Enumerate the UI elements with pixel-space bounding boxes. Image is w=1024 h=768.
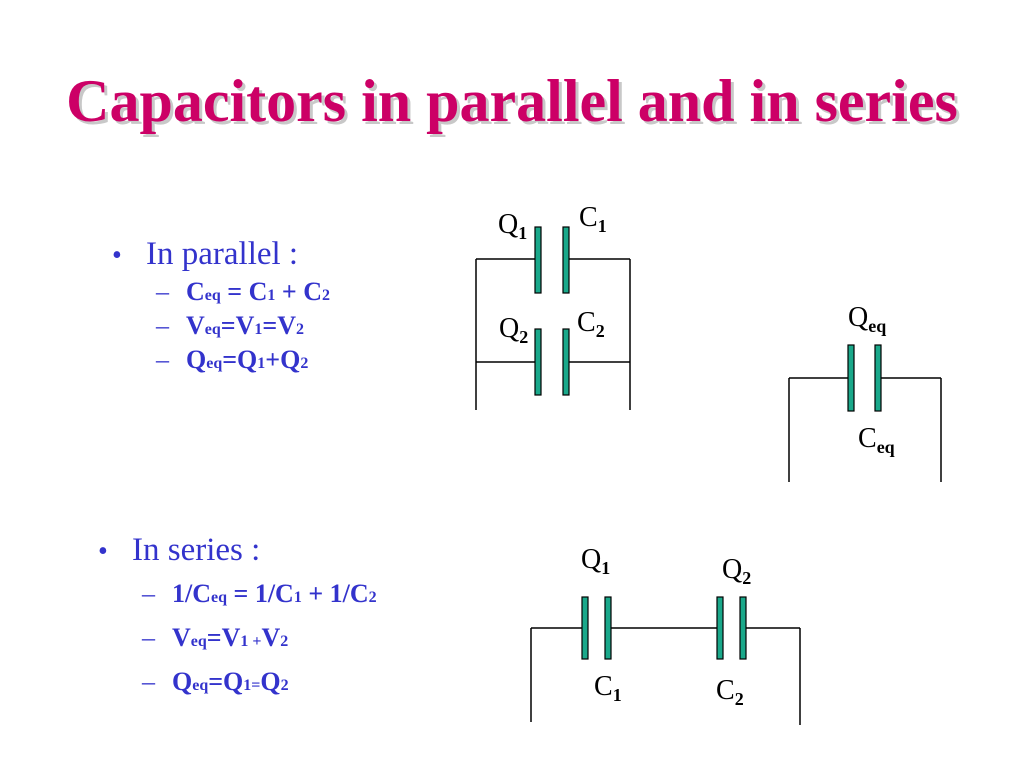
series-c2-plate-left xyxy=(716,596,724,660)
label-q2-series: Q2 xyxy=(722,554,751,588)
label-q2-parallel: Q2 xyxy=(499,313,528,347)
slide-title: Capacitors in parallel and in series xyxy=(66,68,958,134)
bullet-dot: • xyxy=(98,536,108,567)
capacitor-plates xyxy=(534,226,882,660)
label-q1-series: Q1 xyxy=(581,544,610,578)
series-circuit-wires xyxy=(530,627,801,725)
c1-plate-right xyxy=(562,226,570,294)
ceq-plate-left xyxy=(847,344,855,412)
series-bullet: • In series : xyxy=(98,532,377,569)
series-c1-plate-left xyxy=(581,596,589,660)
parallel-heading: In parallel : xyxy=(146,236,299,272)
label-c1-parallel: C1 xyxy=(579,202,607,236)
bullet-dot: • xyxy=(112,240,122,271)
label-q1-parallel: Q1 xyxy=(498,209,527,243)
parallel-bullet: • In parallel : xyxy=(112,236,330,273)
series-c2-plate-right xyxy=(739,596,747,660)
series-c1-plate-right xyxy=(604,596,612,660)
label-qeq: Qeq xyxy=(848,302,886,336)
label-c2-parallel: C2 xyxy=(577,307,605,341)
c2-plate-right xyxy=(562,328,570,396)
c2-plate-left xyxy=(534,328,542,396)
c1-plate-left xyxy=(534,226,542,294)
label-ceq: Ceq xyxy=(858,423,895,457)
equivalent-circuit-wires xyxy=(788,377,942,482)
label-c2-series: C2 xyxy=(716,675,744,709)
ceq-plate-right xyxy=(874,344,882,412)
label-c1-series: C1 xyxy=(594,671,622,705)
series-heading: In series : xyxy=(132,532,261,568)
parallel-circuit-wires xyxy=(475,258,631,410)
